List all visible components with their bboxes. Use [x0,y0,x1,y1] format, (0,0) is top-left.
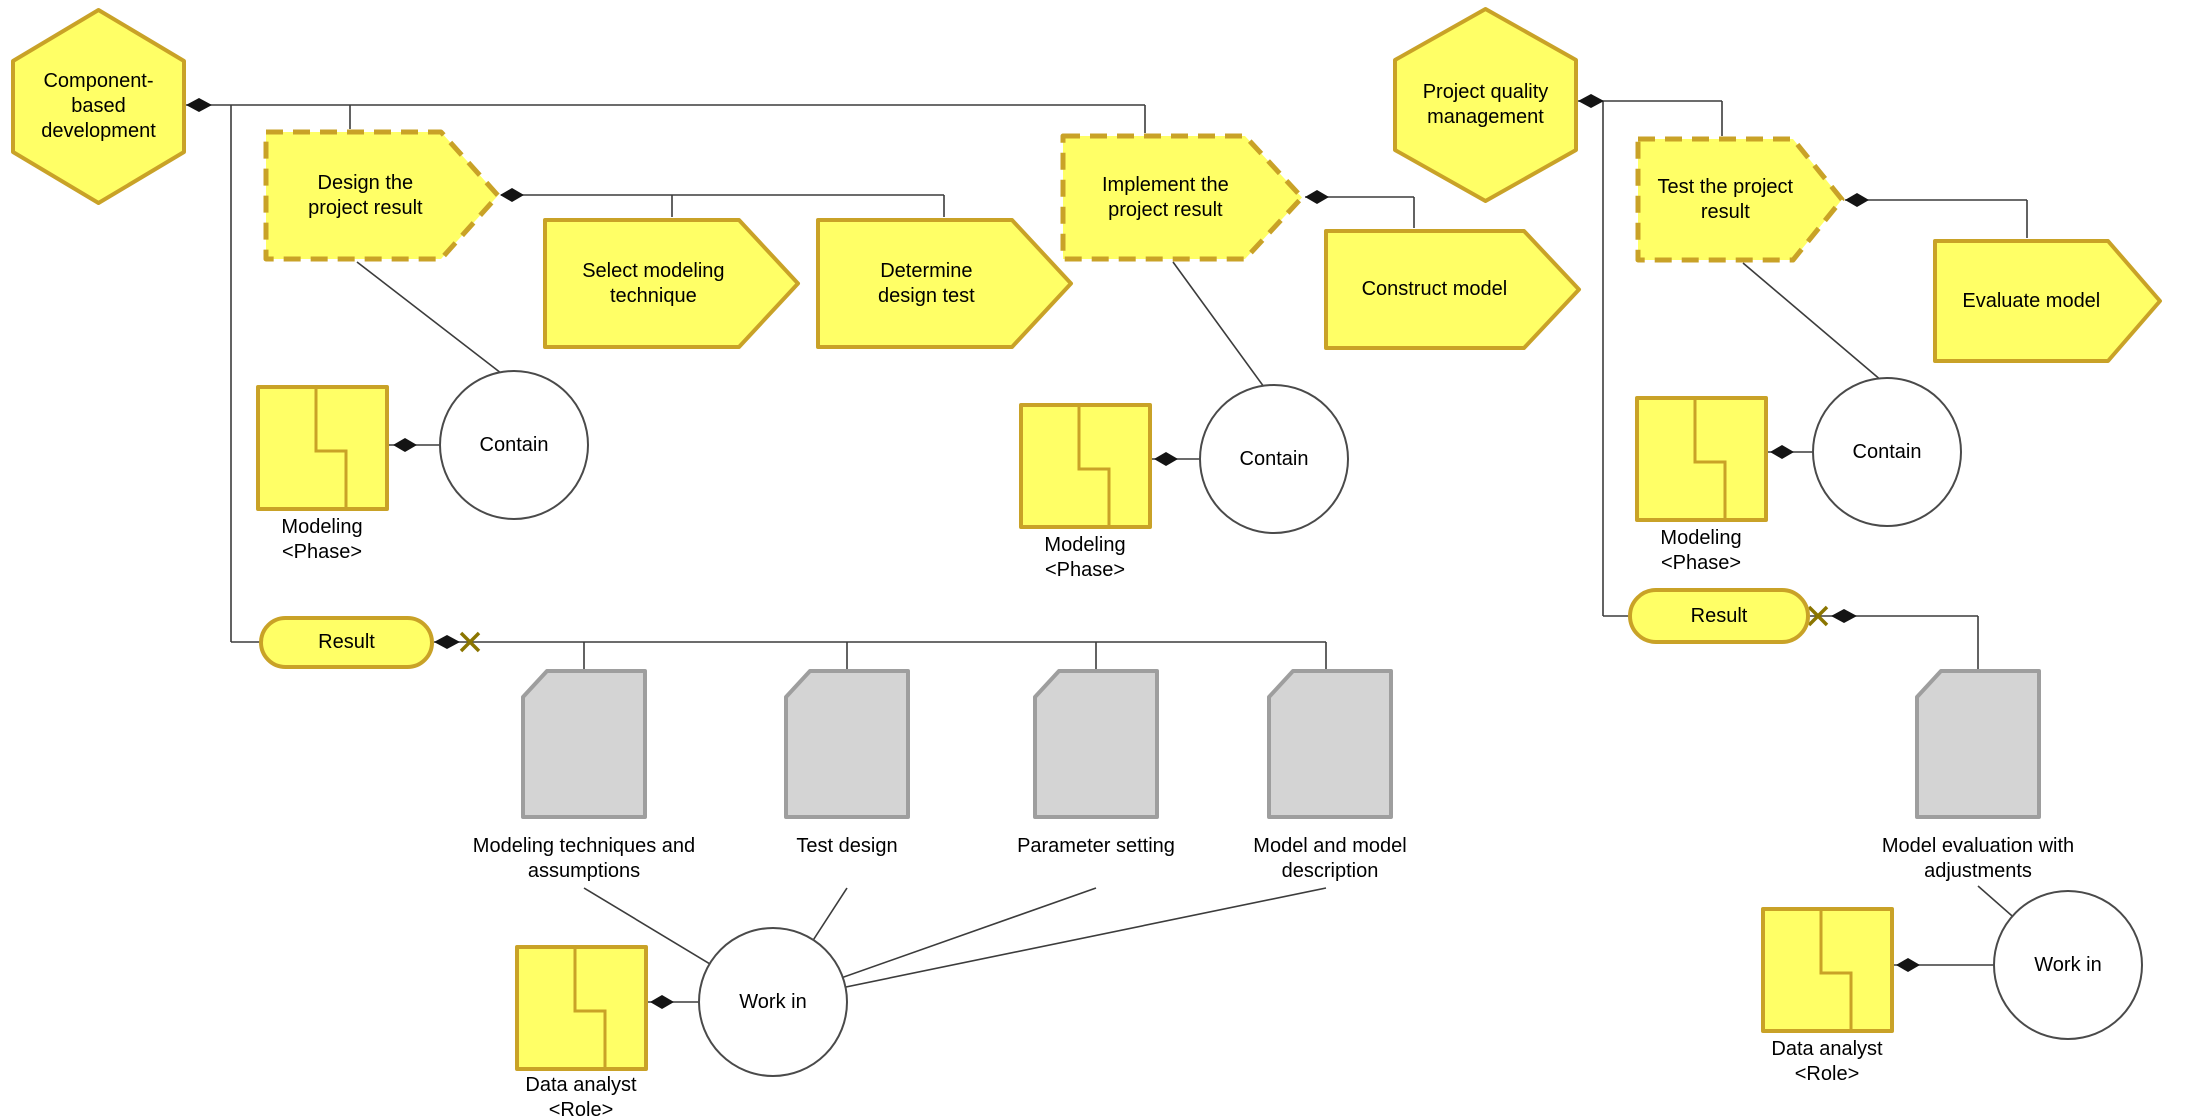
task-select-modeling-technique[interactable]: Select modeling technique [542,217,801,350]
task-label: Design the project result [308,171,423,219]
goal-label: Component- based development [41,70,156,142]
relation-work-in-1[interactable]: Work in [698,927,848,1077]
task-label: Evaluate model [1962,289,2101,312]
artifact-modeling-techniques-and-assumptions[interactable] [521,669,647,819]
role-icon-1[interactable] [515,945,648,1071]
phase-label-3: Modeling <Phase> [1660,527,1742,574]
fork-markers [459,605,1829,653]
artifact-label-5: Model evaluation with adjustments [1881,835,2075,882]
artifact-model-evaluation-with-adjustments[interactable] [1915,669,2041,819]
task-determine-design-test[interactable]: Determine design test [815,217,1074,350]
relation-label: Contain [479,433,549,456]
relation-label: Contain [1239,447,1309,470]
result-label: Result [318,631,375,653]
result-label: Result [1690,604,1748,627]
task-label: Test the project result [1657,175,1794,223]
result-badge-2[interactable]: Result [1628,588,1810,644]
relation-work-in-2[interactable]: Work in [1993,890,2143,1040]
task-label: Construct model [1361,278,1508,300]
phase-label-2: Modeling <Phase> [1044,534,1126,581]
task-implement-the-project-result[interactable]: Implement the project result [1060,133,1305,262]
artifact-label-3: Parameter setting [1017,835,1175,857]
role-label-1: Data analyst <Role> [525,1074,637,1118]
task-design-the-project-result[interactable]: Design the project result [263,129,501,262]
relation-contain-2[interactable]: Contain [1199,384,1349,534]
relation-label: Contain [1852,440,1922,463]
task-label: Select modeling technique [582,259,725,307]
composition-diamonds [186,94,1920,1009]
relation-contain-3[interactable]: Contain [1812,377,1962,527]
result-badge-1[interactable]: Result [259,616,434,669]
artifact-label-1: Modeling techniques and assumptions [472,835,696,882]
relation-contain-1[interactable]: Contain [439,370,589,520]
artifact-label-4: Model and model description [1253,835,1407,882]
goal-label: Project quality management [1422,81,1549,128]
relation-label: Work in [739,990,807,1013]
artifact-label-2: Test design [796,835,898,857]
artifact-test-design[interactable] [784,669,910,819]
relation-label: Work in [2034,953,2102,976]
role-icon-2[interactable] [1761,907,1894,1033]
task-test-the-project-result[interactable]: Test the project result [1635,136,1845,263]
goal-component-based-development[interactable]: Component- based development [11,8,186,205]
role-label-2: Data analyst <Role> [1771,1038,1883,1085]
task-label: Implement the project result [1101,173,1229,221]
task-evaluate-model[interactable]: Evaluate model [1932,238,2163,364]
phase-icon-1[interactable] [256,385,389,511]
artifact-parameter-setting[interactable] [1033,669,1159,819]
artifact-model-and-model-description[interactable] [1267,669,1393,819]
task-construct-model[interactable]: Construct model [1323,228,1582,351]
phase-icon-3[interactable] [1635,396,1768,522]
task-label: Determine design test [878,259,975,307]
phase-label-1: Modeling <Phase> [281,516,363,563]
goal-project-quality-management[interactable]: Project quality management [1393,7,1578,203]
phase-icon-2[interactable] [1019,403,1152,529]
